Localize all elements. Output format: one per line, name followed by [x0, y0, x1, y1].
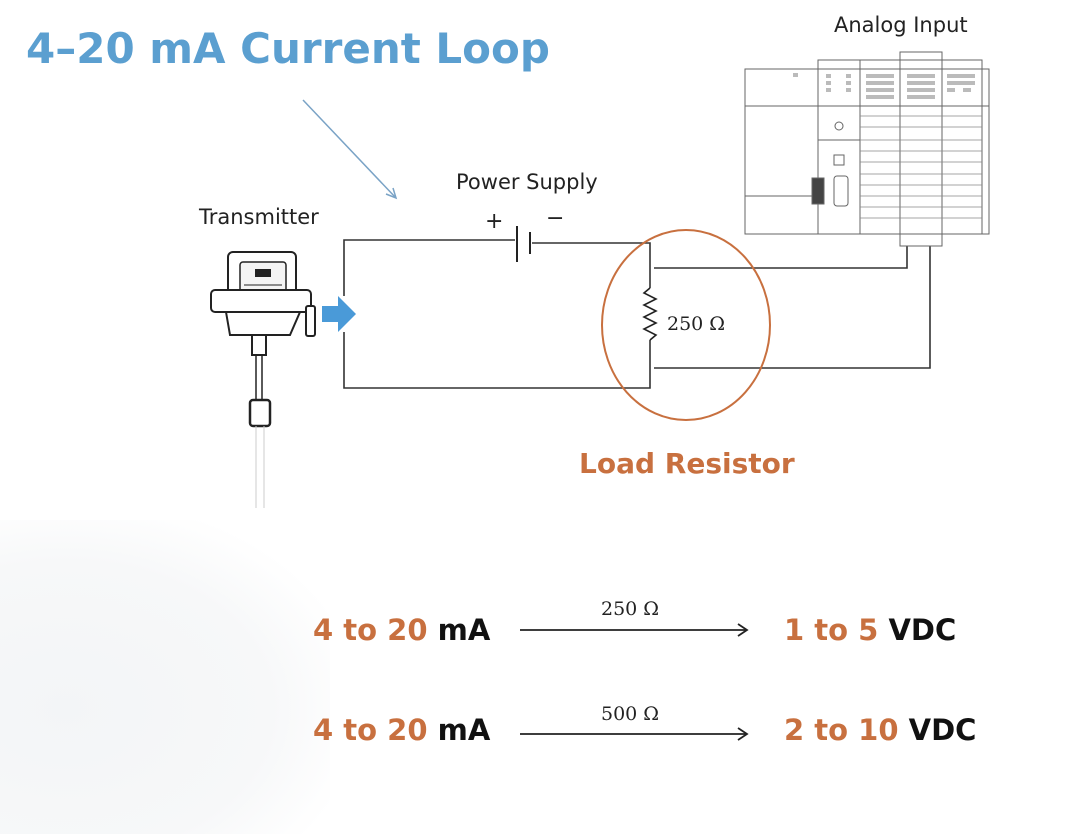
loop-wires: [343, 239, 651, 389]
analog-input-module-icon: [744, 51, 990, 247]
power-supply-battery-icon: [516, 226, 531, 262]
load-resistor-label: Load Resistor: [579, 447, 795, 480]
transmitter-icon: [210, 251, 316, 508]
conversion-arrow-250: [520, 623, 749, 637]
conversion-arrow-500: [520, 727, 749, 741]
page-title: 4–20 mA Current Loop: [26, 24, 550, 73]
conversion-input-250: 4 to 20 mA: [313, 613, 490, 647]
signal-wires: [654, 246, 931, 369]
background-watermark: [0, 520, 330, 834]
input-range: 4 to 20: [313, 613, 428, 647]
analog-input-label: Analog Input: [834, 13, 968, 37]
plus-sign: +: [485, 209, 504, 234]
load-resistor-highlight: [601, 229, 771, 421]
input-unit: mA: [437, 613, 491, 647]
conversion-output-250: 1 to 5 VDC: [784, 613, 956, 647]
output-range: 1 to 5: [784, 613, 879, 647]
resistor-icon: [642, 287, 658, 341]
resistor-value-label: 250 Ω: [667, 313, 726, 335]
current-flow-arrow-icon: [322, 296, 356, 332]
output-unit: VDC: [908, 713, 977, 747]
input-unit: mA: [437, 713, 491, 747]
title-pointer-arrow: [302, 99, 398, 200]
power-supply-label: Power Supply: [456, 170, 598, 194]
conversion-resistor-500: 500 Ω: [601, 703, 660, 725]
transmitter-label: Transmitter: [199, 205, 319, 229]
conversion-input-500: 4 to 20 mA: [313, 713, 490, 747]
minus-sign: −: [546, 206, 565, 231]
conversion-output-500: 2 to 10 VDC: [784, 713, 976, 747]
input-range: 4 to 20: [313, 713, 428, 747]
output-unit: VDC: [888, 613, 957, 647]
output-range: 2 to 10: [784, 713, 899, 747]
conversion-resistor-250: 250 Ω: [601, 598, 660, 620]
